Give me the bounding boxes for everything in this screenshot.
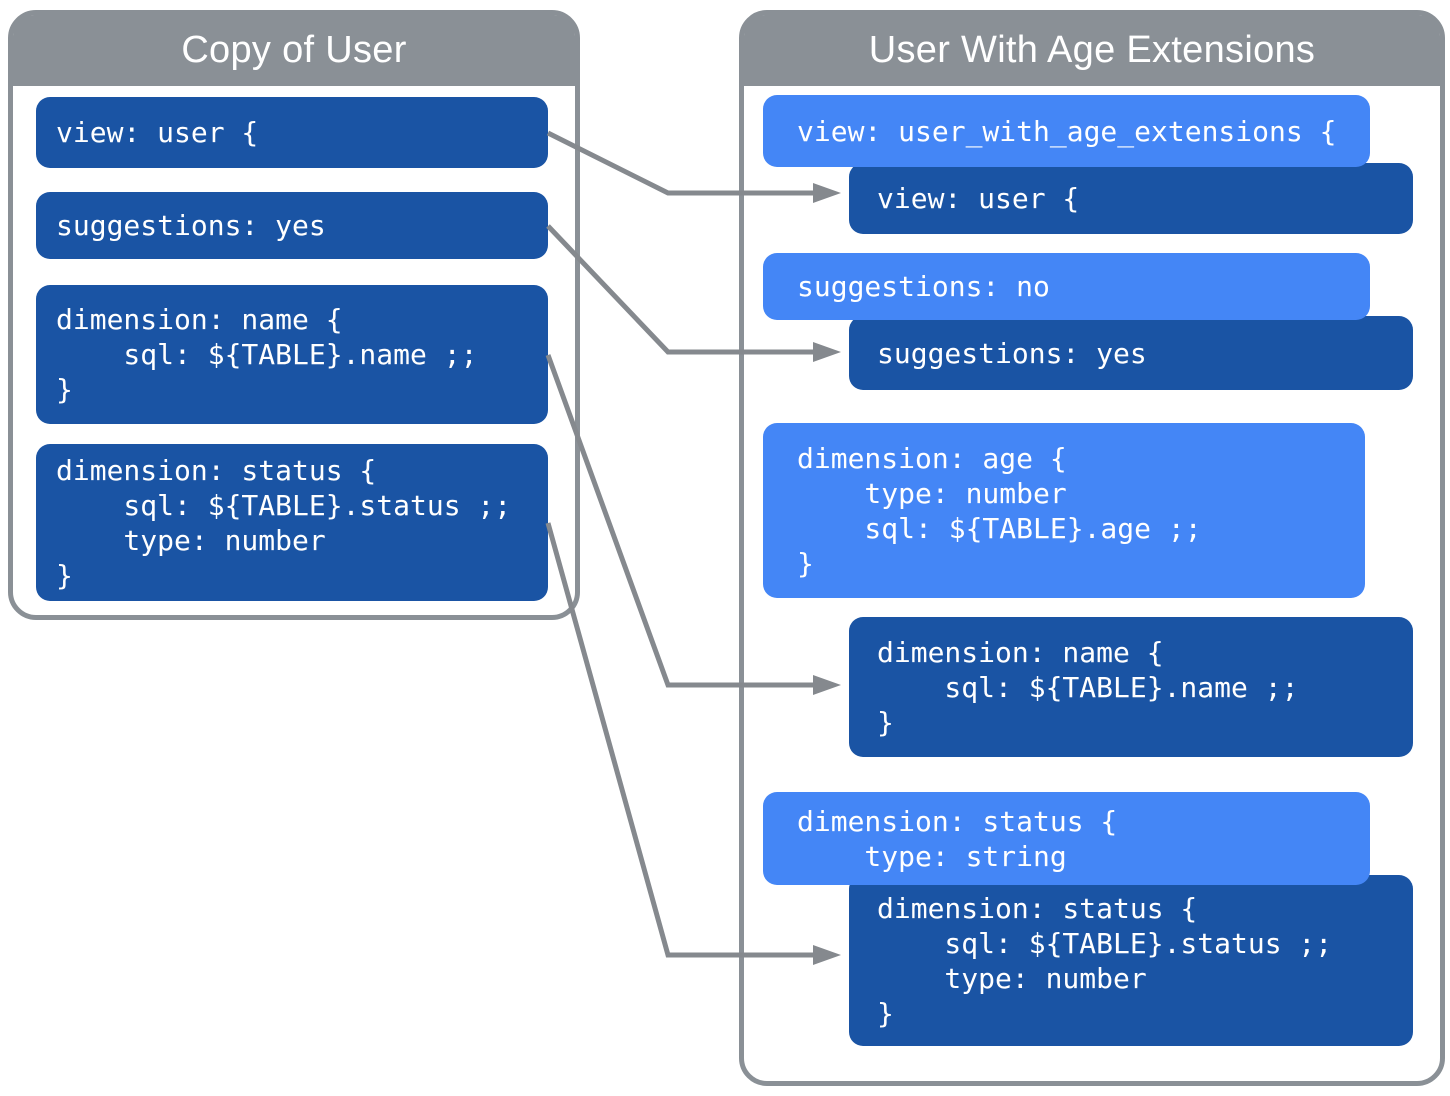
code-block-inherited-dimension-status: dimension: status { sql: ${TABLE}.status… [849,875,1413,1046]
code-text: suggestions: yes [56,209,326,242]
code-block-copy-dimension-status: dimension: status { sql: ${TABLE}.status… [36,444,548,601]
code-block-inherited-suggestions: suggestions: yes [849,316,1413,390]
code-block-new-dimension-age: dimension: age { type: number sql: ${TAB… [763,423,1365,598]
code-text: dimension: status { sql: ${TABLE}.status… [56,453,512,592]
code-block-copy-suggestions: suggestions: yes [36,192,548,259]
code-text: view: user { [56,116,259,149]
code-text: suggestions: yes [877,336,1147,370]
code-text: dimension: status { type: string [797,804,1118,873]
code-block-override-suggestions: suggestions: no [763,253,1370,320]
code-block-inherited-view-user: view: user { [849,163,1413,234]
code-text: view: user { [877,182,1080,215]
code-text: dimension: name { sql: ${TABLE}.name ;; … [56,303,478,406]
code-block-extension-view-declaration: view: user_with_age_extensions { [763,95,1370,167]
left-panel-header: Copy of User [13,15,575,86]
code-text: dimension: status { sql: ${TABLE}.status… [877,891,1333,1030]
code-block-inherited-dimension-name: dimension: name { sql: ${TABLE}.name ;; … [849,617,1413,757]
code-block-override-dimension-status: dimension: status { type: string [763,792,1370,885]
code-text: dimension: name { sql: ${TABLE}.name ;; … [877,635,1299,739]
left-panel-title: Copy of User [181,29,407,71]
code-block-copy-dimension-name: dimension: name { sql: ${TABLE}.name ;; … [36,285,548,424]
code-block-copy-view-user: view: user { [36,97,548,168]
right-panel-header: User With Age Extensions [744,15,1440,86]
right-panel-title: User With Age Extensions [868,29,1316,71]
code-text: view: user_with_age_extensions { [797,114,1337,148]
code-text: dimension: age { type: number sql: ${TAB… [797,441,1202,580]
code-text: suggestions: no [797,270,1050,303]
